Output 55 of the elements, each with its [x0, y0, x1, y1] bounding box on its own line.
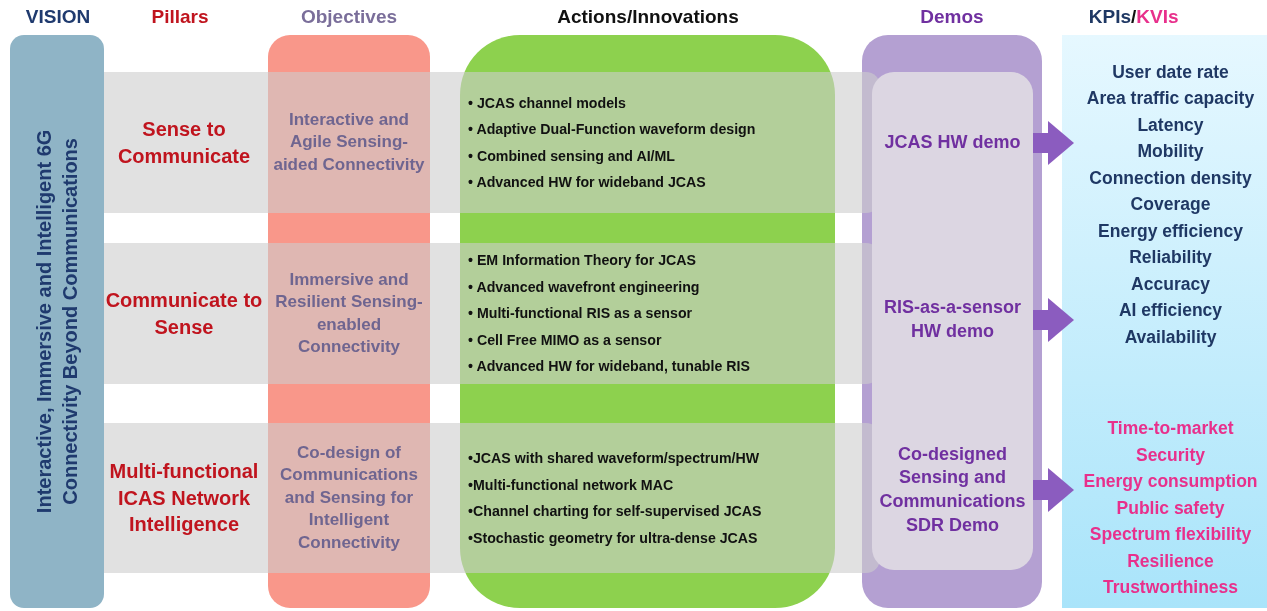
action-item: • Multi-functional RIS as a sensor [468, 304, 693, 324]
action-item: • Combined sensing and AI/ML [468, 146, 675, 166]
kvi-item: Public safety [1116, 496, 1225, 520]
kvi-item: Security [1135, 443, 1206, 467]
kvi-item: Energy consumption [1083, 470, 1258, 493]
pillar-text: Communicate to Sense [104, 288, 264, 340]
action-item: •Stochastic geometry for ultra-dense JCAS [468, 528, 758, 548]
pillar-text: Multi-functional ICAS Network Intelligence [108, 459, 260, 538]
kpi-item: Mobility [1137, 140, 1204, 164]
action-item: •Channel charting for self-supervised JCAS [468, 502, 762, 521]
kvi-item: Trustworthiness [1102, 576, 1239, 599]
objective-text: Interactive and Agile Sensing-aided Connectivity [272, 108, 426, 176]
block-arrow [1033, 468, 1074, 512]
kpi-item: Availability [1124, 325, 1217, 349]
vision-text: Interactive, Immersive and Intelligent 6G Connectivity Beyond Communications [31, 128, 82, 516]
vision-column [10, 35, 104, 608]
kvi-item: Spectrum flexibility [1089, 523, 1252, 546]
column-header: KPIs [1088, 6, 1131, 28]
action-item: • Advanced wavefront engineering [468, 277, 700, 297]
kpi-item: Connection density [1089, 166, 1252, 190]
column-header: Objectives [300, 6, 398, 28]
demo-panel [872, 72, 1033, 570]
action-item: • EM Information Theory for JCAS [468, 251, 697, 271]
kpi-panel [1062, 35, 1267, 608]
kpi-item: Area traffic capacity [1086, 87, 1255, 111]
kpi-item: Latency [1137, 113, 1204, 137]
demo-text: Co-designed Sensing and Communications SDR Demo [878, 442, 1027, 537]
column-header: Pillars [151, 6, 209, 28]
kvi-item: Resilience [1127, 549, 1214, 573]
kpi-item: AI efficiency [1118, 299, 1223, 323]
column-header: / [1131, 6, 1137, 28]
kpi-item: Energy efficiency [1098, 219, 1243, 243]
demo-text: RIS-as-a-sensor HW demo [882, 296, 1023, 343]
column-header: Actions/Innovations [557, 6, 739, 28]
block-arrow [1033, 298, 1074, 342]
column-header: KVIs [1136, 6, 1179, 28]
action-item: • JCAS channel models [468, 93, 626, 113]
demo-text: JCAS HW demo [884, 131, 1021, 155]
kpi-item: Accuracy [1131, 272, 1210, 296]
action-item: •Multi-functional network MAC [468, 475, 674, 495]
objective-text: Co-design of Communications and Sensing for Intelligent Connectivity [279, 441, 419, 554]
objective-text: Immersive and Resilient Sensing-enabled Connectivity [274, 268, 424, 358]
action-item: • Adaptive Dual-Function waveform design [468, 120, 756, 139]
column-header: Demos [920, 6, 984, 28]
kpi-item: User date rate [1112, 60, 1229, 84]
action-item: • Advanced HW for wideband, tunable RIS [468, 357, 750, 377]
action-item: • Advanced HW for wideband JCAS [468, 173, 706, 192]
pillar-text: Sense to Communicate [116, 117, 252, 169]
action-item: • Cell Free MIMO as a sensor [468, 330, 662, 350]
column-header: VISION [24, 6, 92, 28]
kpi-item: Reliability [1129, 246, 1212, 270]
action-item: •JCAS with shared waveform/spectrum/HW [468, 449, 760, 468]
kvi-item: Time-to-market [1107, 417, 1234, 440]
kpi-item: Coverage [1130, 193, 1211, 217]
block-arrow [1033, 121, 1074, 165]
